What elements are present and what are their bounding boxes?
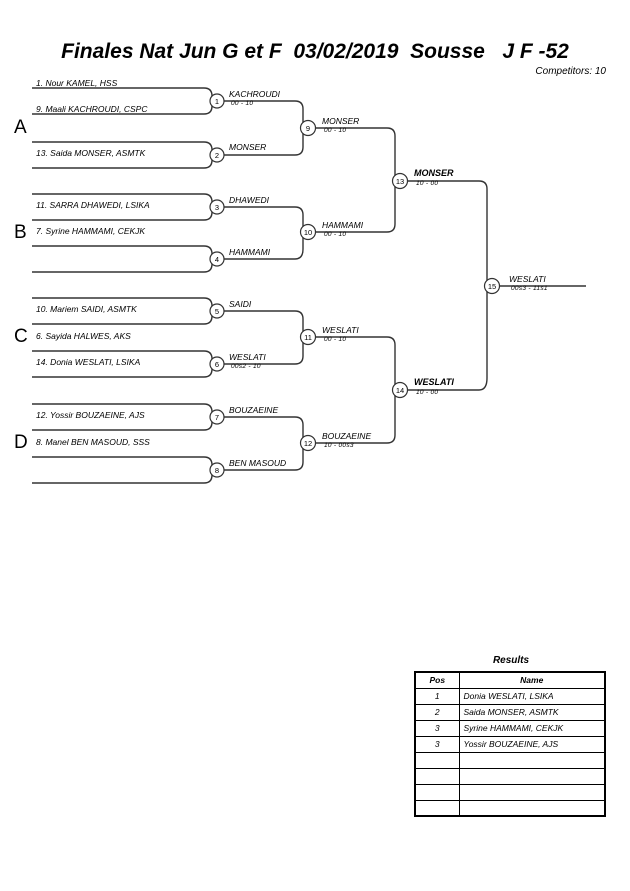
- results-title: Results: [492, 655, 530, 666]
- entrant-4: 11. SARRA DHAWEDI, LSIKA: [36, 200, 150, 210]
- group-label-b: B: [14, 222, 27, 243]
- results-body: 1 Donia WESLATI, LSIKA 2 Saida MONSER, A…: [414, 687, 606, 817]
- match-number-13: 13: [395, 177, 405, 186]
- match-winner-5: SAIDI: [229, 299, 252, 309]
- entrant-8: 14. Donia WESLATI, LSIKA: [36, 357, 141, 367]
- match-winner-11: WESLATI: [322, 325, 359, 335]
- match-score-1: 00 - 10: [231, 100, 254, 107]
- match-number-2: 2: [214, 151, 220, 160]
- match-winner-2: MONSER: [229, 142, 267, 152]
- result-pos: [414, 783, 460, 801]
- result-name: [458, 799, 606, 817]
- match-score-10: 00 - 10: [324, 231, 347, 238]
- page-title: Finales Nat Jun G et F 03/02/2019 Sousse…: [61, 40, 569, 63]
- result-name: [458, 751, 606, 769]
- match-score-6: 00s2 - 10: [231, 363, 261, 370]
- results-header-row: Pos Name: [414, 671, 606, 689]
- match-winner-10: HAMMAMI: [322, 220, 364, 230]
- table-row: 1 Donia WESLATI, LSIKA: [414, 687, 606, 705]
- match-winner-14: WESLATI: [414, 377, 454, 387]
- competitors-count: Competitors: 10: [535, 66, 606, 77]
- match-number-6: 6: [214, 360, 220, 369]
- match-score-13: 10 - 00: [416, 180, 439, 187]
- match-number-7: 7: [214, 413, 220, 422]
- entrant-3: 13. Saida MONSER, ASMTK: [36, 148, 146, 158]
- match-winner-1: KACHROUDI: [229, 89, 281, 99]
- results-table: Pos Name 1 Donia WESLATI, LSIKA 2 Saida …: [414, 671, 606, 817]
- match-number-3: 3: [214, 203, 220, 212]
- match-number-5: 5: [214, 307, 220, 316]
- result-name: Saida MONSER, ASMTK: [458, 703, 606, 721]
- group-label-a: A: [14, 117, 27, 138]
- entrant-5: 7. Syrine HAMMAMI, CEKJK: [36, 226, 146, 236]
- match-number-11: 11: [304, 333, 312, 342]
- match-winner-6: WESLATI: [229, 352, 266, 362]
- result-name: Yossir BOUZAEINE, AJS: [458, 735, 606, 753]
- result-name: [458, 767, 606, 785]
- match-winner-4: HAMMAMI: [229, 247, 271, 257]
- match-number-9: 9: [305, 124, 311, 133]
- match-score-9: 00 - 10: [324, 127, 347, 134]
- results-col-name: Name: [458, 671, 606, 689]
- table-row: 2 Saida MONSER, ASMTK: [414, 703, 606, 721]
- table-row: [414, 767, 606, 785]
- match-score-15: 00s3 - 11s1: [511, 285, 548, 292]
- entrant-9: 12. Yossir BOUZAEINE, AJS: [36, 410, 145, 420]
- bracket-lines: [32, 87, 586, 484]
- entrant-1: 1. Nour KAMEL, HSS: [36, 78, 118, 88]
- match-winner-12: BOUZAEINE: [322, 431, 372, 441]
- table-row: 3 Syrine HAMMAMI, CEKJK: [414, 719, 606, 737]
- result-pos: [414, 751, 460, 769]
- table-row: 3 Yossir BOUZAEINE, AJS: [414, 735, 606, 753]
- result-name: Donia WESLATI, LSIKA: [458, 687, 606, 705]
- group-label-c: C: [14, 326, 28, 347]
- match-score-11: 00 - 10: [324, 336, 347, 343]
- result-name: [458, 783, 606, 801]
- match-winner-13: MONSER: [414, 168, 454, 178]
- entrant-10: 8. Manel BEN MASOUD, SSS: [36, 437, 150, 447]
- result-pos: 3: [414, 719, 460, 737]
- entrant-2: 9. Maali KACHROUDI, CSPC: [36, 104, 148, 114]
- match-winner-15: WESLATI: [509, 274, 546, 284]
- result-pos: 3: [414, 735, 460, 753]
- match-winner-3: DHAWEDI: [229, 195, 269, 205]
- table-row: [414, 751, 606, 769]
- table-row: [414, 783, 606, 801]
- match-number-12: 12: [303, 439, 313, 448]
- match-winner-8: BEN MASOUD: [229, 458, 287, 468]
- match-number-1: 1: [214, 97, 220, 106]
- match-winner-9: MONSER: [322, 116, 360, 126]
- match-number-15: 15: [487, 282, 497, 291]
- results-panel: Results Pos Name 1 Donia WESLATI, LSIKA …: [414, 655, 608, 817]
- result-pos: [414, 767, 460, 785]
- result-pos: 2: [414, 703, 460, 721]
- result-pos: 1: [414, 687, 460, 705]
- match-score-14: 10 - 00: [416, 389, 439, 396]
- match-winner-7: BOUZAEINE: [229, 405, 279, 415]
- table-row: [414, 799, 606, 817]
- result-name: Syrine HAMMAMI, CEKJK: [458, 719, 606, 737]
- entrant-6: 10. Mariem SAIDI, ASMTK: [36, 304, 137, 314]
- match-score-12: 10 - 00s3: [324, 442, 354, 449]
- match-number-10: 10: [303, 228, 313, 237]
- result-pos: [414, 799, 460, 817]
- entrant-7: 6. Sayida HALWES, AKS: [36, 331, 131, 341]
- results-col-pos: Pos: [414, 671, 460, 689]
- match-number-4: 4: [214, 255, 220, 264]
- group-label-d: D: [14, 432, 28, 453]
- match-number-14: 14: [395, 386, 405, 395]
- match-number-8: 8: [214, 466, 220, 475]
